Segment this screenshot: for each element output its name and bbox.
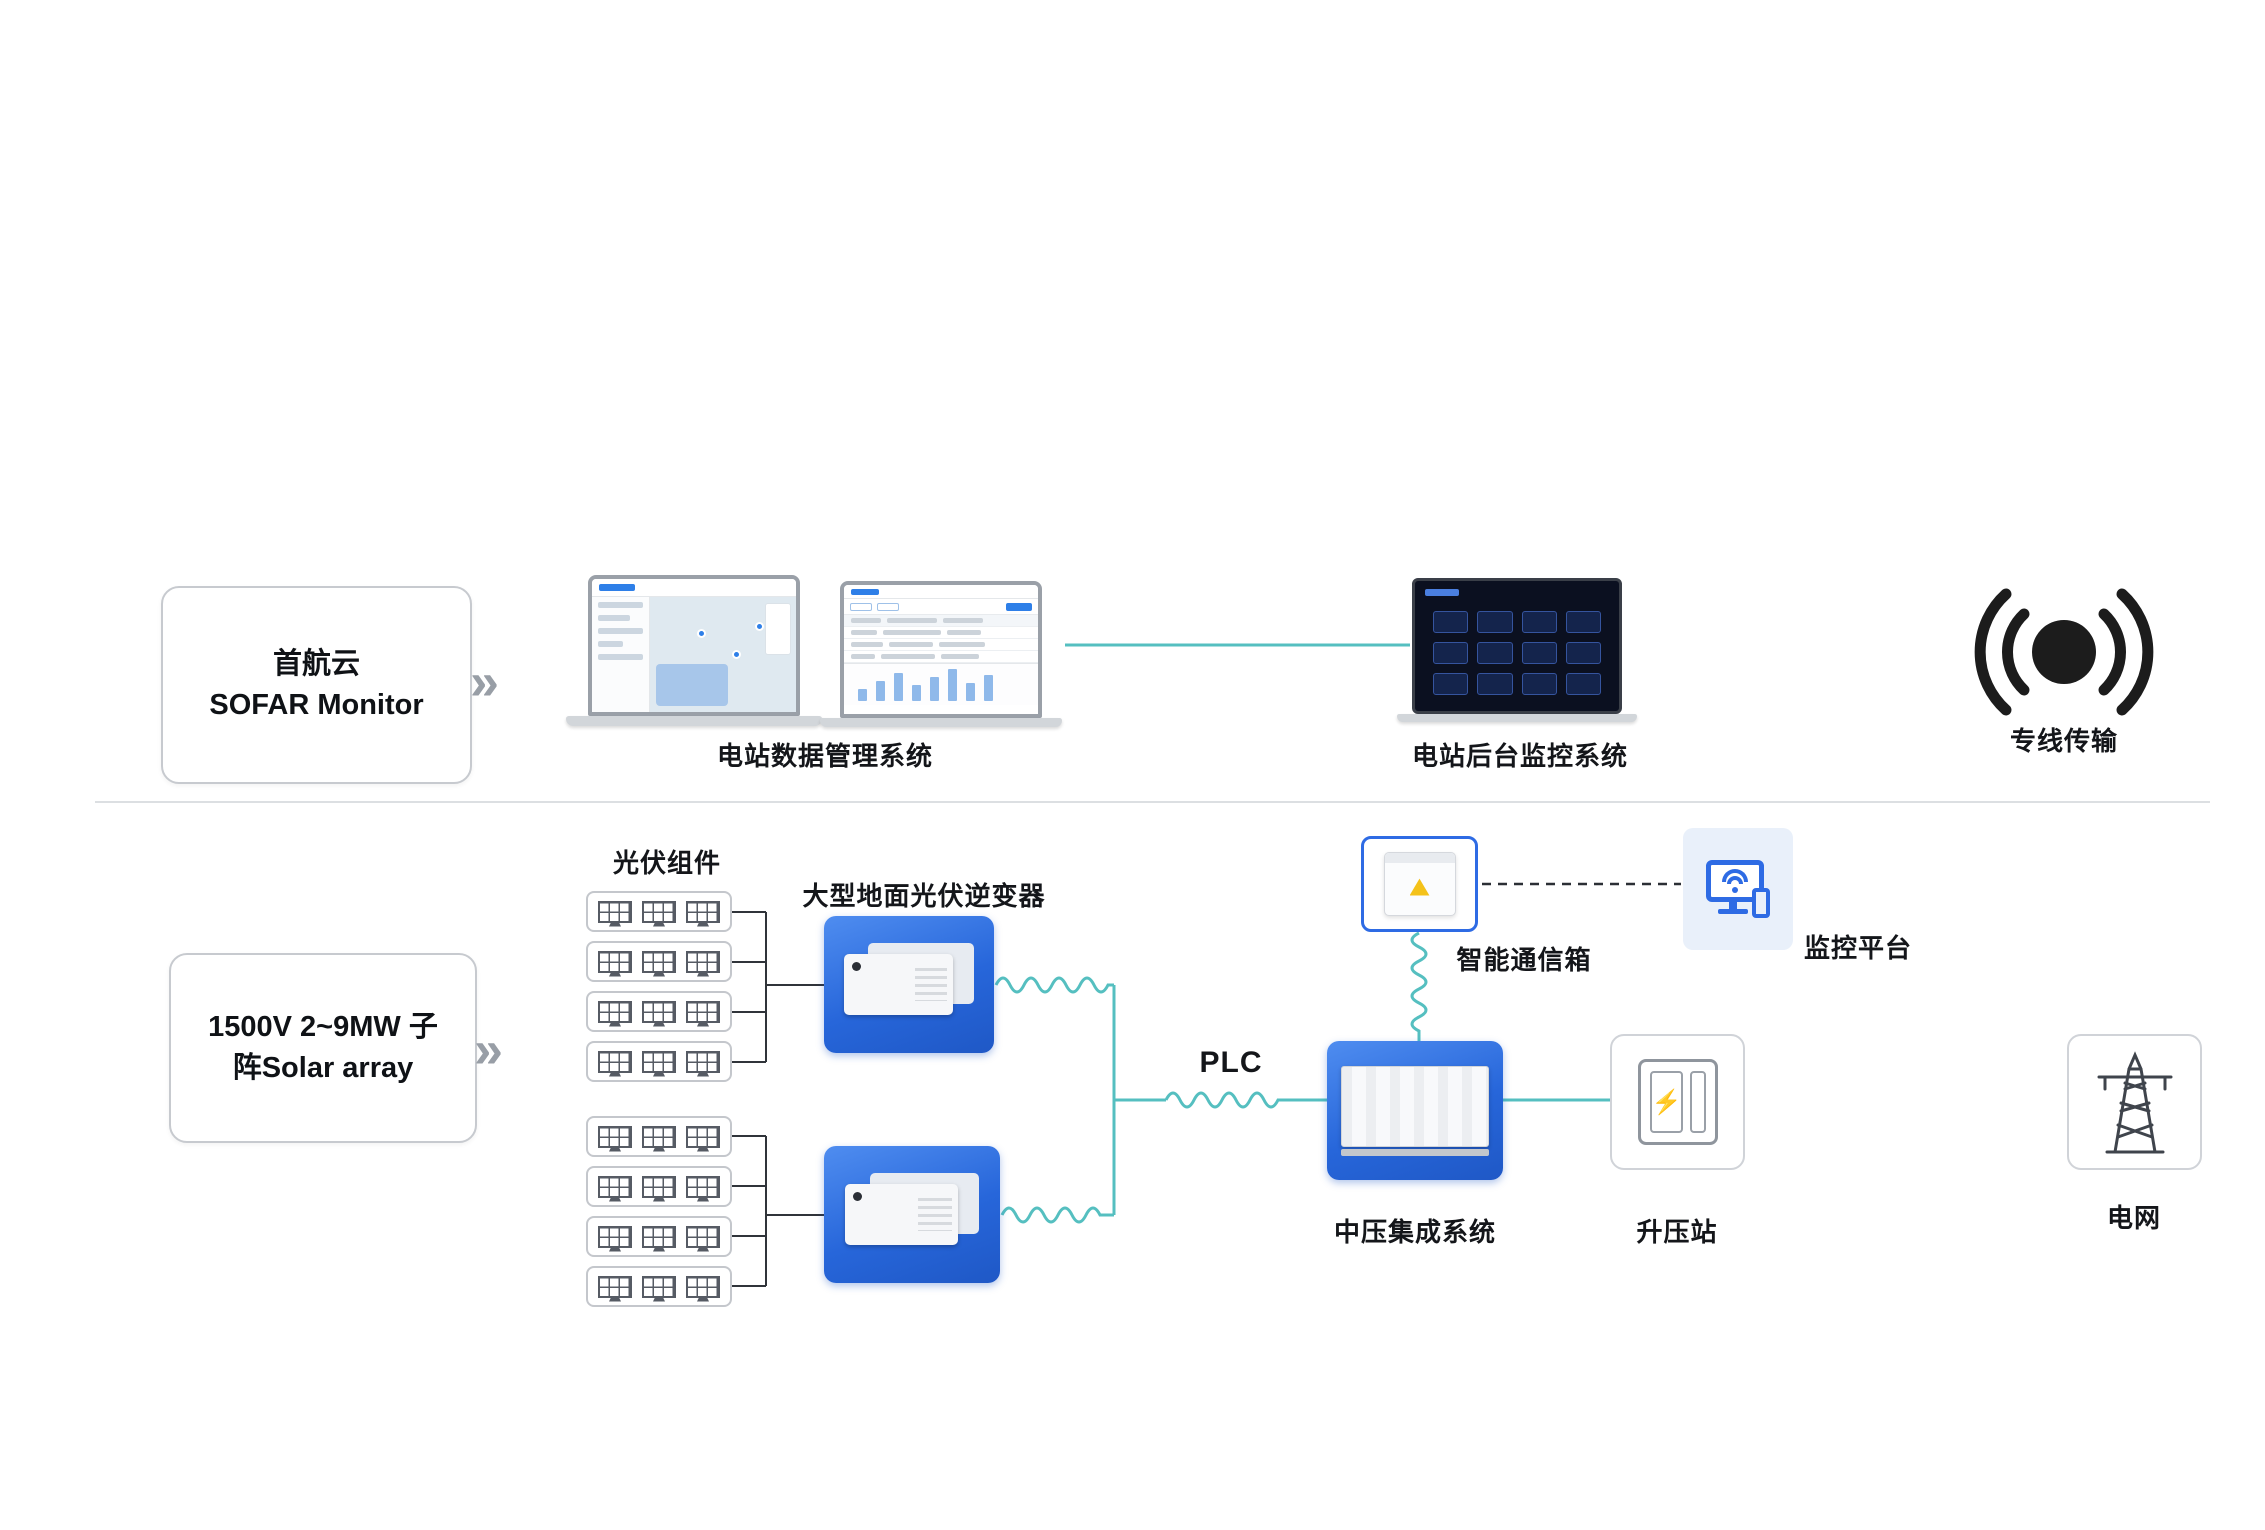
solar-panel-icon	[642, 1000, 676, 1023]
solar-array-box: 1500V 2~9MW 子 阵Solar array	[169, 953, 477, 1143]
solar-panel-icon	[642, 1225, 676, 1248]
inverter-icon	[824, 916, 994, 1053]
grid-label: 电网	[2106, 1203, 2162, 1233]
filter-chip	[850, 602, 872, 611]
inverter-icon	[824, 1146, 1000, 1283]
chevron-right-icon: »	[470, 653, 499, 711]
warning-icon	[1409, 878, 1430, 896]
laptop-icon	[820, 581, 1062, 727]
monitor-screen	[1412, 578, 1622, 714]
solar-panel-icon	[642, 1125, 676, 1148]
sofar-monitor-box: 首航云 SOFAR Monitor	[161, 586, 472, 784]
bolt-icon: ⚡	[1649, 1071, 1684, 1133]
mini-bar-chart	[844, 663, 1038, 705]
inverter-label: 大型地面光伏逆变器	[802, 881, 1046, 911]
pv-string-row	[586, 1041, 732, 1082]
solar-panel-icon	[686, 900, 720, 923]
pv-string-row	[586, 991, 732, 1032]
laptop1-body	[592, 597, 796, 712]
filter-chip	[877, 602, 899, 611]
laptop-base	[566, 716, 822, 726]
platform-label: 监控平台	[1803, 933, 1913, 963]
pv-string-row	[586, 1116, 732, 1157]
plc-label: PLC	[1199, 1046, 1263, 1079]
solar-array-line1: 1500V 2~9MW 子	[208, 1011, 438, 1044]
backend-monitor-label: 电站后台监控系统	[1411, 741, 1629, 771]
solar-panel-icon	[686, 1225, 720, 1248]
laptop2-table	[844, 615, 1038, 663]
app-logo	[1425, 589, 1459, 596]
phone-icon	[1752, 888, 1770, 918]
pv-string-row	[586, 1216, 732, 1257]
laptop1-topbar	[592, 579, 796, 597]
laptop2-toolbar	[844, 599, 1038, 615]
solar-panel-icon	[686, 1125, 720, 1148]
mv-container-icon	[1327, 1041, 1503, 1180]
chevron-right-icon: »	[474, 1021, 503, 1079]
map-view	[650, 597, 796, 712]
broadcast-icon	[1974, 588, 2154, 716]
comm-box-icon	[1361, 836, 1478, 932]
solar-panel-icon	[686, 950, 720, 973]
comm-box-label: 智能通信箱	[1456, 945, 1592, 975]
primary-button	[1006, 602, 1032, 611]
solar-panel-icon	[686, 1000, 720, 1023]
laptop1-screen	[588, 575, 800, 716]
pv-modules-label: 光伏组件	[612, 848, 722, 878]
solar-array-line2: 阵Solar array	[232, 1052, 414, 1084]
solar-panel-icon	[686, 1275, 720, 1298]
laptop2-screen	[840, 581, 1042, 718]
solar-panel-icon	[642, 900, 676, 923]
mv-system-label: 中压集成系统	[1333, 1217, 1497, 1247]
pv-string-row	[586, 1266, 732, 1307]
solar-panel-icon	[598, 1050, 632, 1073]
laptop-icon	[566, 575, 822, 726]
section-divider	[95, 801, 2210, 803]
pv-string-row	[586, 1166, 732, 1207]
solar-panel-icon	[642, 1275, 676, 1298]
transformer-icon: ⚡	[1637, 1059, 1718, 1145]
app-logo	[599, 584, 635, 591]
laptop-base	[820, 718, 1062, 727]
solar-panel-icon	[598, 1175, 632, 1198]
data-mgmt-label: 电站数据管理系统	[716, 741, 934, 771]
grid-node	[2067, 1034, 2202, 1170]
monitor-base	[1397, 714, 1637, 722]
solar-panel-icon	[686, 1175, 720, 1198]
sofar-monitor-line2: SOFAR Monitor	[209, 689, 424, 721]
monitor-tile-grid	[1433, 611, 1601, 695]
laptop1-sidebar	[592, 597, 650, 712]
map-pin-icon	[755, 622, 765, 632]
solar-panel-icon	[598, 1000, 632, 1023]
platform-monitor-icon	[1683, 828, 1793, 950]
solar-panel-icon	[598, 1125, 632, 1148]
solar-panel-icon	[598, 950, 632, 973]
map-side-panel	[765, 603, 791, 655]
map-pin-icon	[731, 649, 741, 659]
solar-panel-icon	[642, 950, 676, 973]
pv-string-row	[586, 941, 732, 982]
map-overlay-panel	[656, 664, 728, 706]
solar-panel-icon	[598, 1225, 632, 1248]
transmission-label: 专线传输	[2009, 726, 2119, 756]
wifi-icon	[1722, 869, 1748, 882]
power-tower-icon	[2097, 1051, 2172, 1154]
solar-panel-icon	[598, 1275, 632, 1298]
map-pin-icon	[696, 629, 706, 639]
solar-panel-icon	[686, 1050, 720, 1073]
app-logo	[851, 589, 879, 595]
solar-panel-icon	[642, 1175, 676, 1198]
solar-panel-icon	[642, 1050, 676, 1073]
monitor-icon	[1397, 578, 1637, 722]
pv-string-row	[586, 891, 732, 932]
laptop2-topbar	[844, 585, 1038, 599]
booster-station-node: ⚡	[1610, 1034, 1745, 1170]
solar-panel-icon	[598, 900, 632, 923]
booster-label: 升压站	[1636, 1217, 1718, 1247]
sofar-monitor-line1: 首航云	[272, 648, 360, 681]
